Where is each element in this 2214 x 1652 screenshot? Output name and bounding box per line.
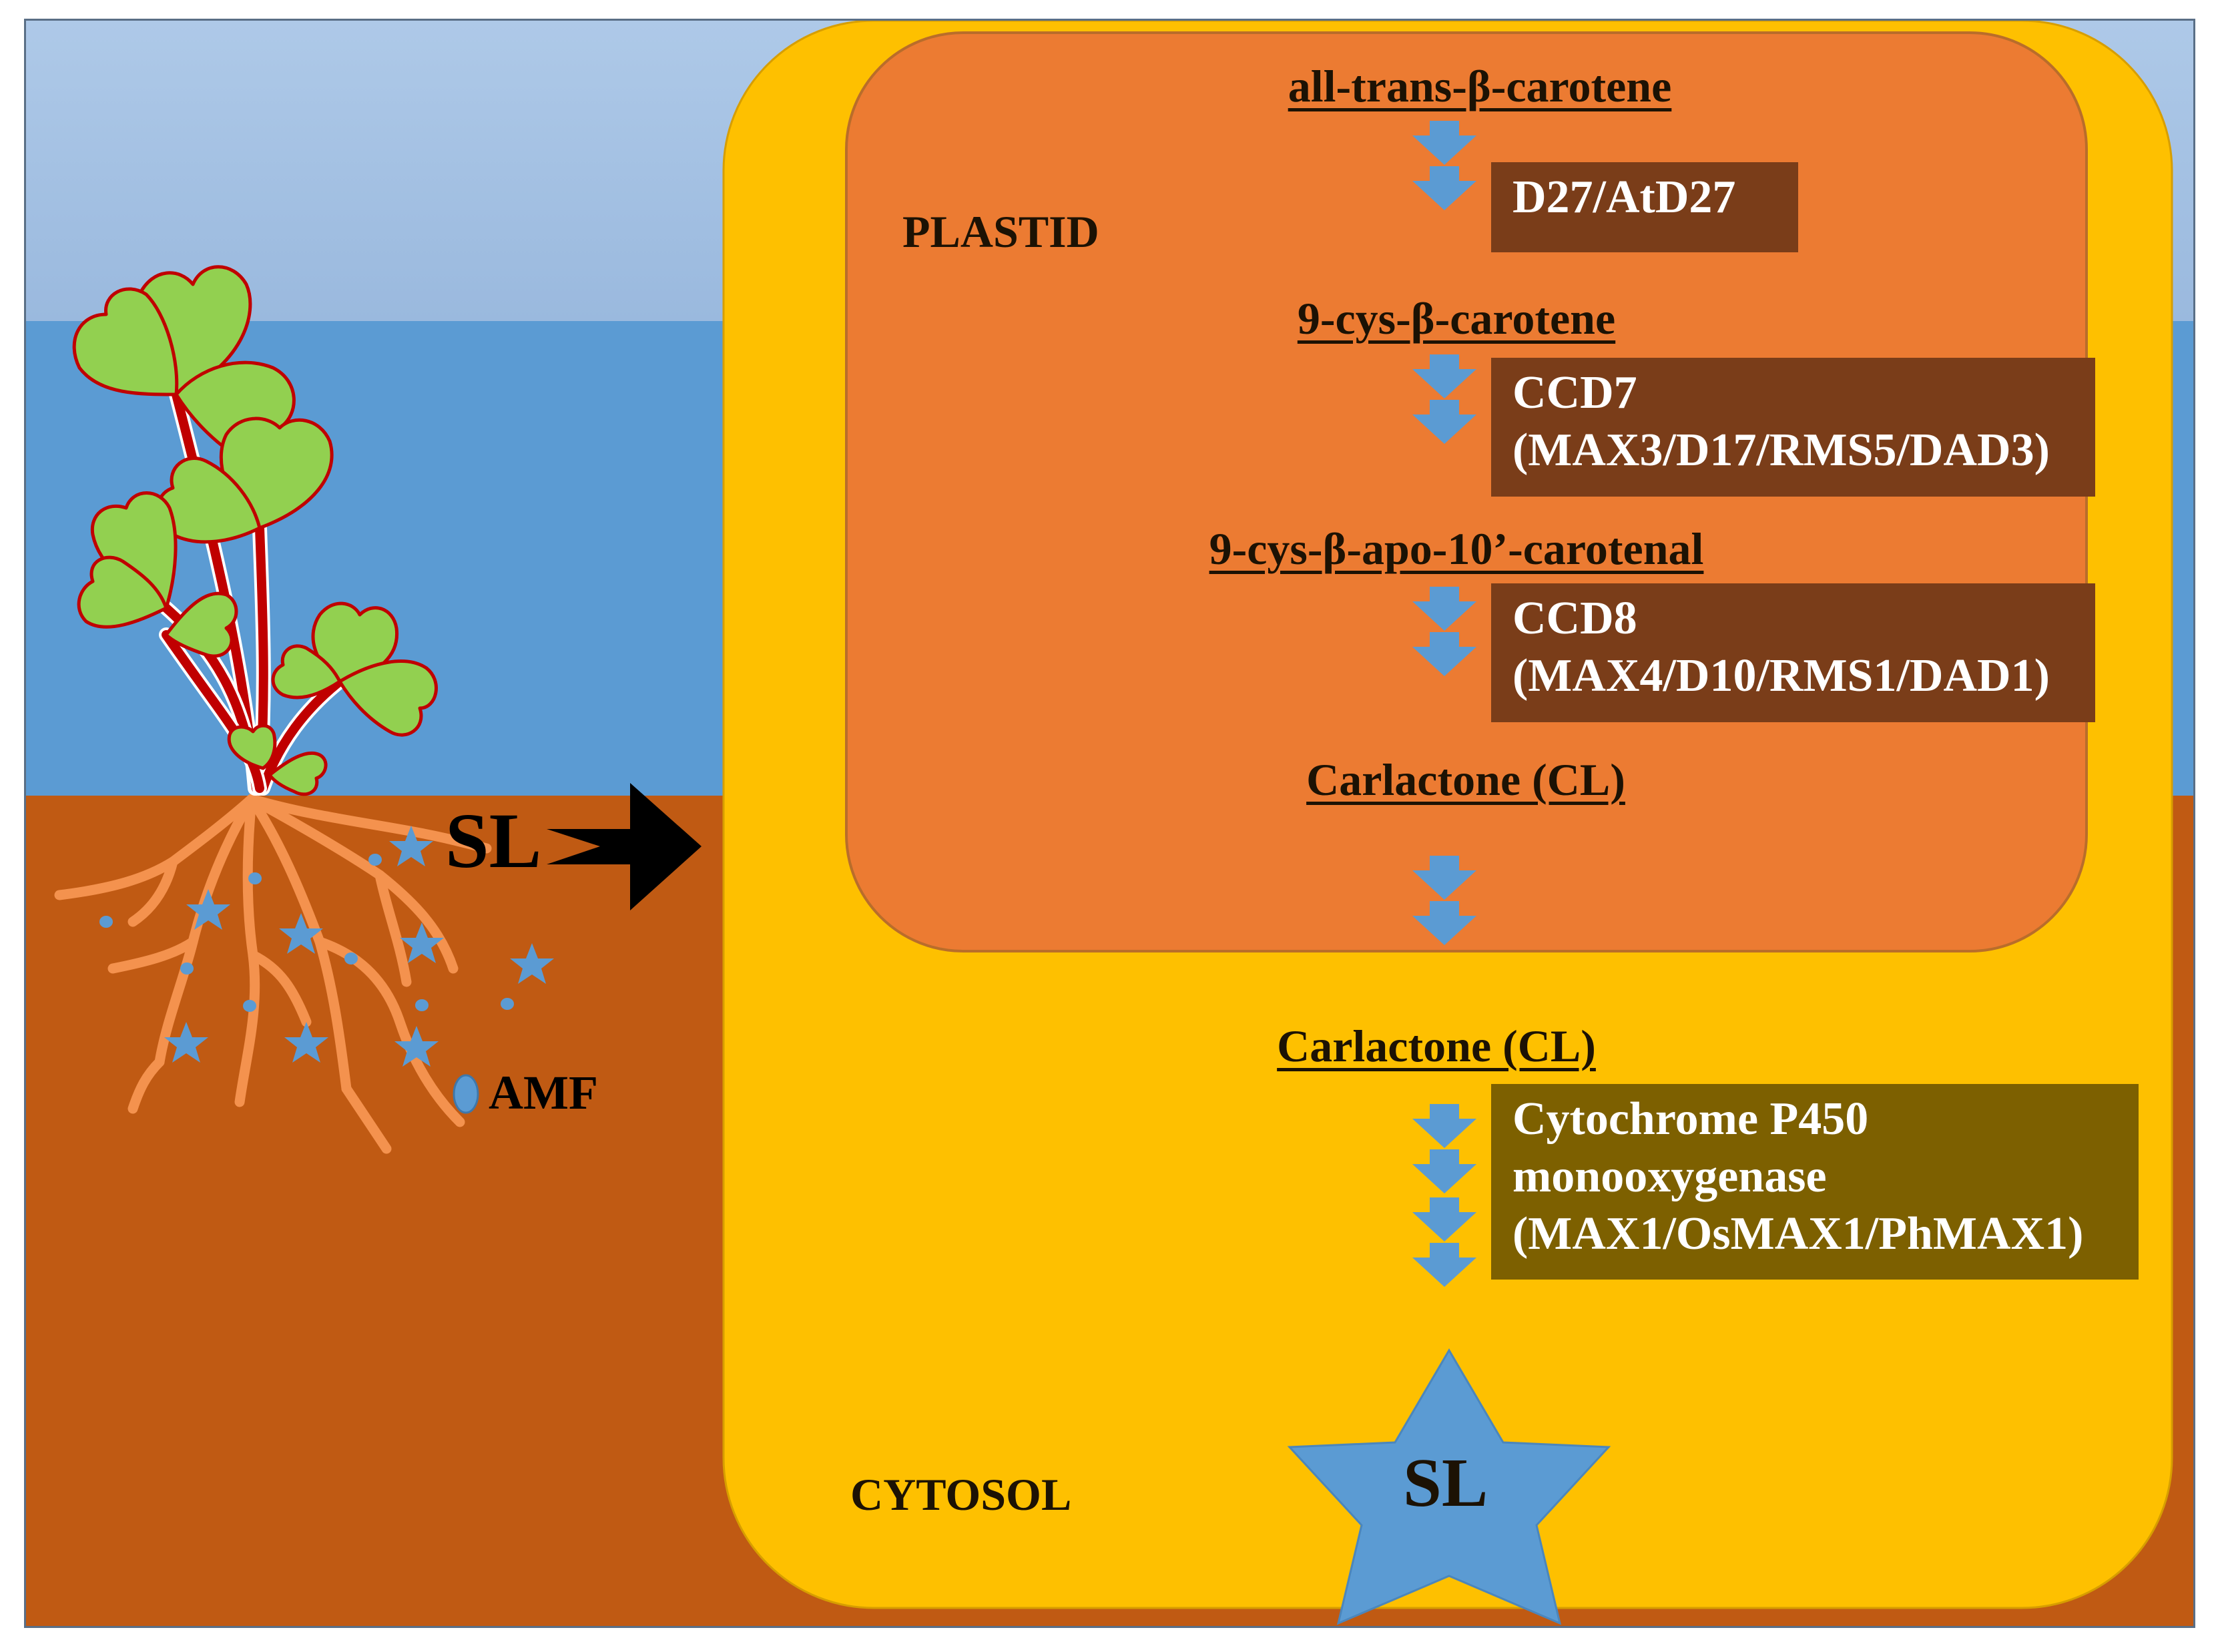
plant-leaves-icon [72,265,438,796]
diagram-frame: PLASTID CYTOSOL all-trans-β-carotene 9-c… [24,19,2195,1628]
amf-label: AMF [489,1066,598,1119]
sl-soil-label: SL [445,797,542,884]
compound-all-trans-beta-carotene: all-trans-β-carotene [1288,61,1672,111]
amf-spore-icon [453,1074,479,1114]
cytosol-label: CYTOSOL [850,1469,1072,1520]
plastid-label: PLASTID [902,206,1099,257]
compound-9-cis-beta-apo-carotenal: 9-cys-β-apo-10’-carotenal [1209,523,1704,574]
sl-transport-arrow-icon [547,783,702,910]
sl-product-star-icon [1287,1348,1611,1625]
sl-product-label: SL [1403,1444,1488,1521]
soil-sl-molecules [99,826,554,1067]
compound-9-cis-beta-carotene: 9-cys-β-carotene [1297,293,1616,344]
enzyme-ccd7-box: CCD7 (MAX3/D17/RMS5/DAD3) [1491,358,2095,497]
enzyme-d27-box: D27/AtD27 [1491,162,1798,252]
compound-carlactone-plastid: Carlactone (CL) [1306,754,1625,805]
diagram-canvas [26,21,2193,1626]
enzyme-p450-box: Cytochrome P450 monooxygenase (MAX1/OsMA… [1491,1084,2139,1280]
enzyme-ccd8-box: CCD8 (MAX4/D10/RMS1/DAD1) [1491,583,2095,722]
plant-roots-icon [54,794,492,1154]
compound-carlactone-cytosol: Carlactone (CL) [1277,1021,1596,1071]
